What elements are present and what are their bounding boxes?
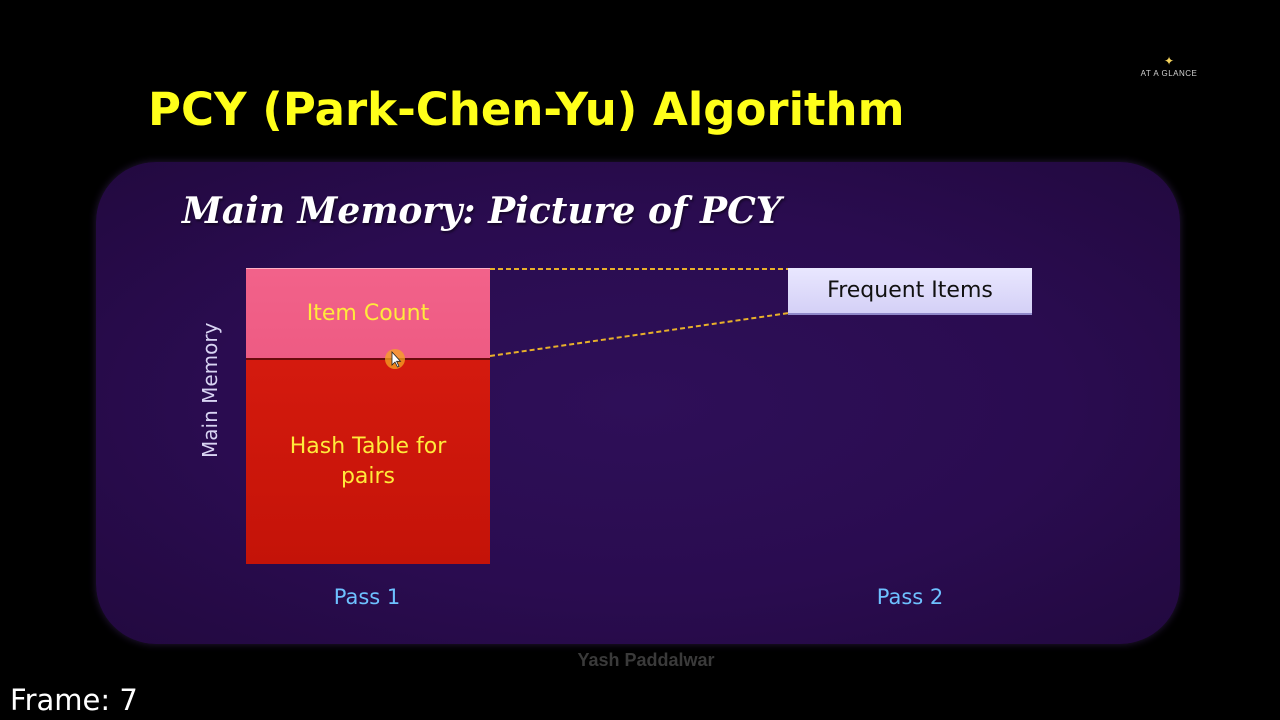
frame-counter: Frame: 7 — [10, 683, 138, 717]
frequent-items-label: Frequent Items — [827, 277, 993, 303]
panel-title: Main Memory: Picture of PCY — [182, 190, 782, 232]
hash-table-label: Hash Table for pairs — [289, 434, 447, 489]
pass-2-label: Pass 2 — [876, 585, 944, 609]
item-count-label: Item Count — [306, 301, 430, 326]
item-count-box: Item Count — [246, 268, 490, 359]
sparkle-icon: ✦ — [1163, 54, 1175, 68]
slide-title: PCY (Park-Chen-Yu) Algorithm — [148, 83, 905, 136]
logo-text: AT A GLANCE — [1140, 69, 1198, 78]
mouse-pointer-icon — [385, 349, 405, 369]
hash-table-box: Hash Table for pairs — [246, 358, 490, 564]
pass-1-label: Pass 1 — [333, 585, 401, 609]
author-watermark: Yash Paddalwar — [577, 650, 715, 670]
main-memory-axis-label: Main Memory — [198, 322, 222, 458]
at-a-glance-logo: ✦ AT A GLANCE — [1130, 54, 1208, 80]
frequent-items-box: Frequent Items — [788, 268, 1032, 315]
